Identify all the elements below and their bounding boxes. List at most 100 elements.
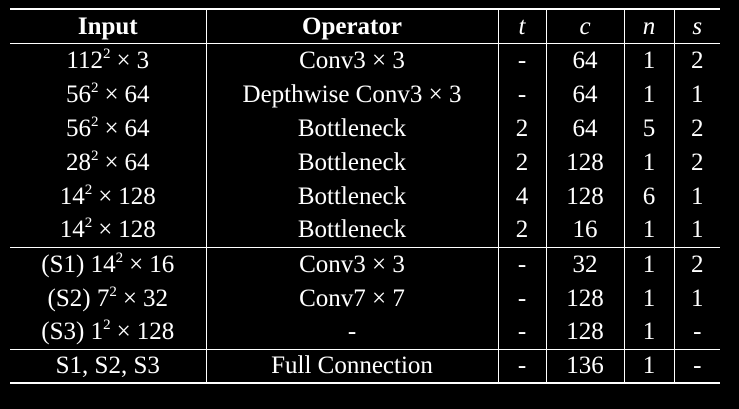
- input-exponent: 2: [90, 79, 99, 96]
- cell-n: 1: [623, 77, 674, 111]
- input-exponent: 2: [90, 147, 99, 164]
- cell-c: 16: [545, 213, 624, 247]
- cell-input: 562×64: [10, 77, 206, 111]
- cell-c: 128: [545, 145, 624, 179]
- cell-c: 128: [545, 179, 624, 213]
- cell-input: 142 ×128: [10, 179, 206, 213]
- input-exponent: 2: [84, 181, 93, 198]
- cell-n: 1: [623, 145, 674, 179]
- input-base: 14: [90, 250, 116, 278]
- input-base: 14: [59, 182, 85, 210]
- cell-s: 1: [673, 179, 720, 213]
- input-base: 112: [66, 46, 103, 74]
- cell-c: 136: [545, 348, 624, 384]
- cell-t: 4: [497, 179, 546, 213]
- input-exponent: 2: [90, 113, 99, 130]
- cell-operator: Bottleneck: [205, 179, 498, 213]
- cell-input: 1122 ×3: [10, 43, 206, 77]
- cell-input: (S1) 142×16: [10, 246, 206, 281]
- times-symbol: ×: [104, 148, 119, 176]
- cell-operator: Bottleneck: [205, 145, 498, 179]
- times-symbol: ×: [104, 114, 119, 142]
- input-channels: 128: [118, 216, 156, 244]
- input-channels: 128: [118, 182, 156, 210]
- cell-t: -: [497, 77, 546, 111]
- cell-s: 2: [673, 145, 720, 179]
- cell-operator: Full Connection: [205, 348, 498, 384]
- input-exponent: 2: [109, 283, 117, 300]
- cell-input: 142 ×128: [10, 213, 206, 247]
- cell-s: -: [673, 348, 720, 384]
- input-base: 7: [96, 284, 110, 312]
- cell-input: S1, S2, S3: [10, 348, 206, 384]
- input-channels: 64: [124, 114, 150, 142]
- cell-operator: Conv3 × 3: [205, 246, 498, 281]
- cell-operator: -: [205, 315, 498, 349]
- cell-s: 1: [673, 281, 720, 315]
- input-base: 56: [65, 80, 91, 108]
- cell-t: -: [497, 281, 546, 315]
- cell-c: 64: [545, 111, 624, 145]
- cell-operator: Conv3 × 3: [205, 43, 498, 77]
- input-channels: 64: [124, 148, 150, 176]
- cell-n: 1: [623, 246, 674, 281]
- input-channels: 16: [149, 250, 175, 278]
- cell-c: 32: [545, 246, 624, 281]
- input-base: 14: [59, 216, 85, 244]
- input-base: 56: [65, 114, 91, 142]
- input-channels: 128: [136, 318, 175, 346]
- times-symbol: ×: [116, 318, 131, 346]
- header-input: Input: [10, 8, 206, 44]
- input-exponent: 2: [103, 317, 111, 334]
- times-symbol: ×: [122, 284, 137, 312]
- cell-t: -: [497, 43, 546, 77]
- cell-operator: Bottleneck: [205, 213, 498, 247]
- cell-t: -: [497, 348, 546, 384]
- header-s: s: [673, 8, 720, 44]
- cell-s: -: [673, 315, 720, 349]
- cell-n: 6: [623, 179, 674, 213]
- cell-t: -: [497, 246, 546, 281]
- cell-s: 2: [673, 111, 720, 145]
- input-base: 28: [65, 148, 91, 176]
- input-base: 1: [90, 318, 104, 346]
- cell-c: 64: [545, 77, 624, 111]
- input-prefix: (S1): [41, 250, 91, 278]
- cell-n: 5: [623, 111, 674, 145]
- cell-n: 1: [623, 43, 674, 77]
- header-operator: Operator: [205, 8, 498, 44]
- times-symbol: ×: [98, 182, 113, 210]
- table-row-final: S1, S2, S3 Full Connection - 136 1 -: [10, 348, 720, 384]
- cell-s: 2: [673, 246, 720, 281]
- input-prefix: (S2): [47, 284, 97, 312]
- cell-c: 64: [545, 43, 624, 77]
- input-exponent: 2: [115, 249, 124, 266]
- cell-input: (S3) 12 ×128: [10, 315, 206, 349]
- input-exponent: 2: [102, 45, 111, 62]
- times-symbol: ×: [116, 46, 131, 74]
- header-t: t: [497, 8, 546, 44]
- input-exponent: 2: [84, 215, 93, 232]
- cell-n: 1: [623, 348, 674, 384]
- input-prefix: (S3): [41, 318, 91, 346]
- cell-t: -: [497, 315, 546, 349]
- cell-s: 1: [673, 213, 720, 247]
- cell-n: 1: [623, 281, 674, 315]
- input-channels: 3: [136, 46, 150, 74]
- cell-t: 2: [497, 213, 546, 247]
- cell-n: 1: [623, 213, 674, 247]
- times-symbol: ×: [98, 216, 113, 244]
- cell-s: 1: [673, 77, 720, 111]
- cell-c: 128: [545, 315, 624, 349]
- cell-c: 128: [545, 281, 624, 315]
